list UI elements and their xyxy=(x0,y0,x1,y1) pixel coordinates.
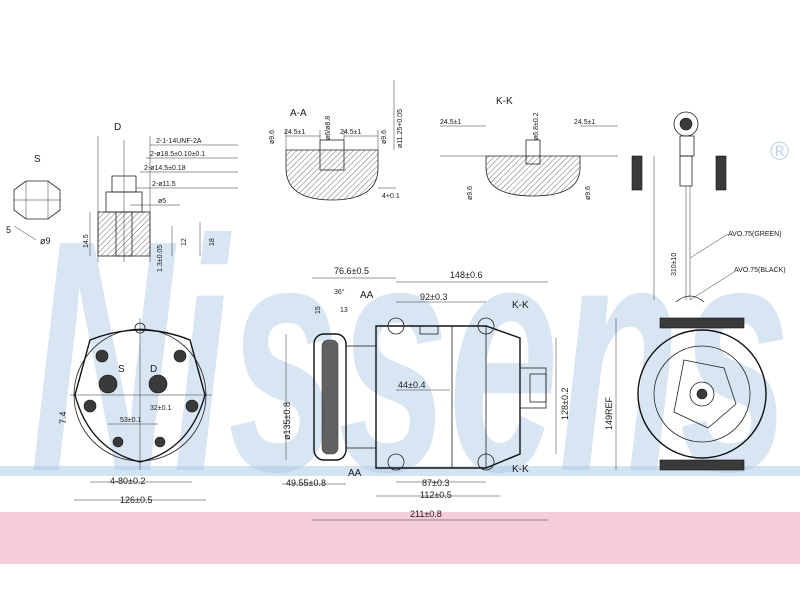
rear-dim-310: 310±10 xyxy=(671,253,678,276)
section-kk-label: K-K xyxy=(496,96,513,107)
section-aa-label: A-A xyxy=(290,108,307,119)
view-d-dia-18-5: 2-ø18.5±0.10±0.1 xyxy=(150,151,205,158)
section-kk-24-5-left: 24.5±1 xyxy=(440,119,461,126)
section-kk-dia-6-8: ø6.8±0.2 xyxy=(533,112,540,140)
side-label-aa-bottom: AA xyxy=(348,468,362,479)
rear-wire-black: AVO.75(BLACK) xyxy=(734,267,786,274)
view-d-dia-14-5: 2-ø14.5±0.18 xyxy=(144,165,186,172)
side-dim-44: 44±0.4 xyxy=(398,380,425,390)
side-dim-92: 92±0.3 xyxy=(420,292,447,302)
front-dim-80: 4-80±0.2 xyxy=(110,476,145,486)
side-label-aa-top: AA xyxy=(360,290,374,301)
section-aa-dia-11-25: ø11.25+0.05 xyxy=(397,109,404,148)
side-dim-36: 36° xyxy=(334,288,345,296)
view-s-dim-5: 5 xyxy=(6,225,11,235)
side-dim-135: ø135±0.8 xyxy=(282,402,292,440)
view-d-label: D xyxy=(114,122,121,133)
side-dim-87: 87±0.3 xyxy=(422,478,449,488)
section-aa-24-5-left: 24.5±1 xyxy=(284,129,305,136)
section-aa-dim-4: 4+0.1 xyxy=(382,193,400,200)
view-s-label: S xyxy=(34,154,41,165)
side-dim-15: 15 xyxy=(315,306,322,314)
side-dim-76-6: 76.6±0.5 xyxy=(334,266,369,276)
rear-view-with-connector: 310±10 AVO.75(GREEN) AVO.75(BLACK) 149RE… xyxy=(604,111,786,471)
view-d-thread: 2-1-14UNF-2A xyxy=(156,138,202,145)
section-aa-dia-9-6-right: ø9.6 xyxy=(381,130,388,144)
section-a-a: A-A 24.5±1 24.5±1 ø6/ø8.8 ø9.6 ø9.6 ø11.… xyxy=(269,80,404,201)
front-dim-32: 32±0.1 xyxy=(150,405,171,412)
view-s-dia-9: ø9 xyxy=(40,236,51,246)
side-label-kk-bottom: K-K xyxy=(512,464,529,475)
side-dim-112: 112±0.5 xyxy=(420,490,452,500)
side-dim-148: 148±0.6 xyxy=(450,270,482,280)
side-view-compressor-body: 76.6±0.5 148±0.6 36° 15 13 AA 92±0.3 K-K… xyxy=(282,266,570,521)
port-circle-d xyxy=(148,374,168,394)
view-d-dia-11-5: 2-ø11.5 xyxy=(152,181,176,188)
side-dim-211: 211±0.8 xyxy=(410,509,442,519)
section-kk-dia-9-6-right: ø9.6 xyxy=(585,186,592,200)
view-d-fitting-section: D 2-1-14UNF-2A 2-ø18.5±0.10±0.1 2-ø14.5±… xyxy=(83,122,238,272)
watermark: Nissens ® xyxy=(0,136,800,564)
view-s-hex-fitting: S ø9 5 xyxy=(6,154,61,246)
rear-dim-149: 149REF xyxy=(604,396,614,430)
section-aa-24-5-right: 24.5±1 xyxy=(340,129,361,136)
view-d-h-18: 18 xyxy=(209,238,216,246)
side-dim-128: 128±0.2 xyxy=(560,388,570,420)
section-kk-dia-9-6-left: ø9.6 xyxy=(467,186,474,200)
front-view-mounting-face: S D 53±0.1 32±0.1 7.4 4-80±0.2 126±0.5 xyxy=(58,318,212,505)
watermark-stripe xyxy=(0,466,800,476)
port-label-d: D xyxy=(150,364,157,375)
side-dim-13: 13 xyxy=(340,307,348,314)
view-d-h-1-3: 1.3±0.05 xyxy=(157,245,164,272)
view-d-h-12: 12 xyxy=(181,238,188,246)
watermark-logo: Nissens xyxy=(30,171,790,540)
watermark-registered: ® xyxy=(770,136,789,166)
front-dim-53: 53±0.1 xyxy=(120,417,141,424)
section-k-k: K-K 24.5±1 24.5±1 ø6.8±0.2 ø9.6 ø9.6 xyxy=(440,96,618,200)
view-d-dia-5: ø5 xyxy=(158,198,166,205)
watermark-band xyxy=(0,512,800,564)
view-d-h-14-5: 14.5 xyxy=(83,234,90,248)
port-label-s: S xyxy=(118,364,125,375)
section-aa-dia-6: ø6/ø8.8 xyxy=(325,116,332,140)
front-dim-126: 126±0.5 xyxy=(120,495,152,505)
side-dim-49-55: 49.55±0.8 xyxy=(286,478,326,488)
section-aa-dia-9-6-left: ø9.6 xyxy=(269,130,276,144)
port-circle-s xyxy=(98,374,118,394)
rear-pulley xyxy=(637,329,767,459)
section-kk-24-5-right: 24.5±1 xyxy=(574,119,595,126)
front-dim-7-4: 7.4 xyxy=(58,411,68,424)
side-label-kk-top: K-K xyxy=(512,300,529,311)
rear-wire-green: AVO.75(GREEN) xyxy=(728,231,782,238)
